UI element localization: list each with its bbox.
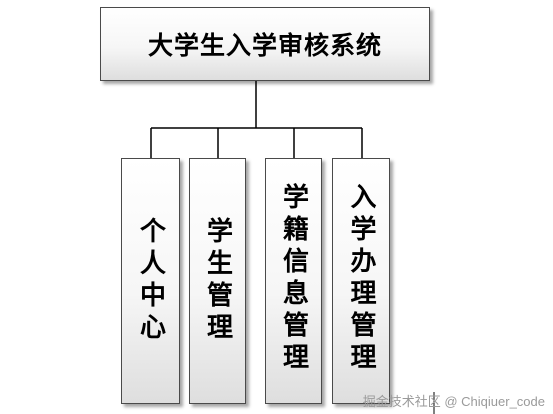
module-node-label: 个人中心 xyxy=(135,217,166,345)
module-node-enrollment-info-management: 学籍信息管理 xyxy=(265,158,322,404)
module-node-label: 学生管理 xyxy=(202,217,233,345)
module-node-label: 学籍信息管理 xyxy=(278,183,309,375)
module-node-personal-center: 个人中心 xyxy=(121,158,180,404)
module-node-admission-management: 入学办理管理 xyxy=(332,158,390,404)
module-node-label: 入学办理管理 xyxy=(346,183,376,375)
root-node-label: 大学生入学审核系统 xyxy=(147,31,382,60)
watermark-text: 掘金技术社区 @ Chiqiuer_code xyxy=(362,394,545,409)
module-node-student-management: 学生管理 xyxy=(189,158,246,404)
root-node: 大学生入学审核系统 xyxy=(100,7,430,81)
